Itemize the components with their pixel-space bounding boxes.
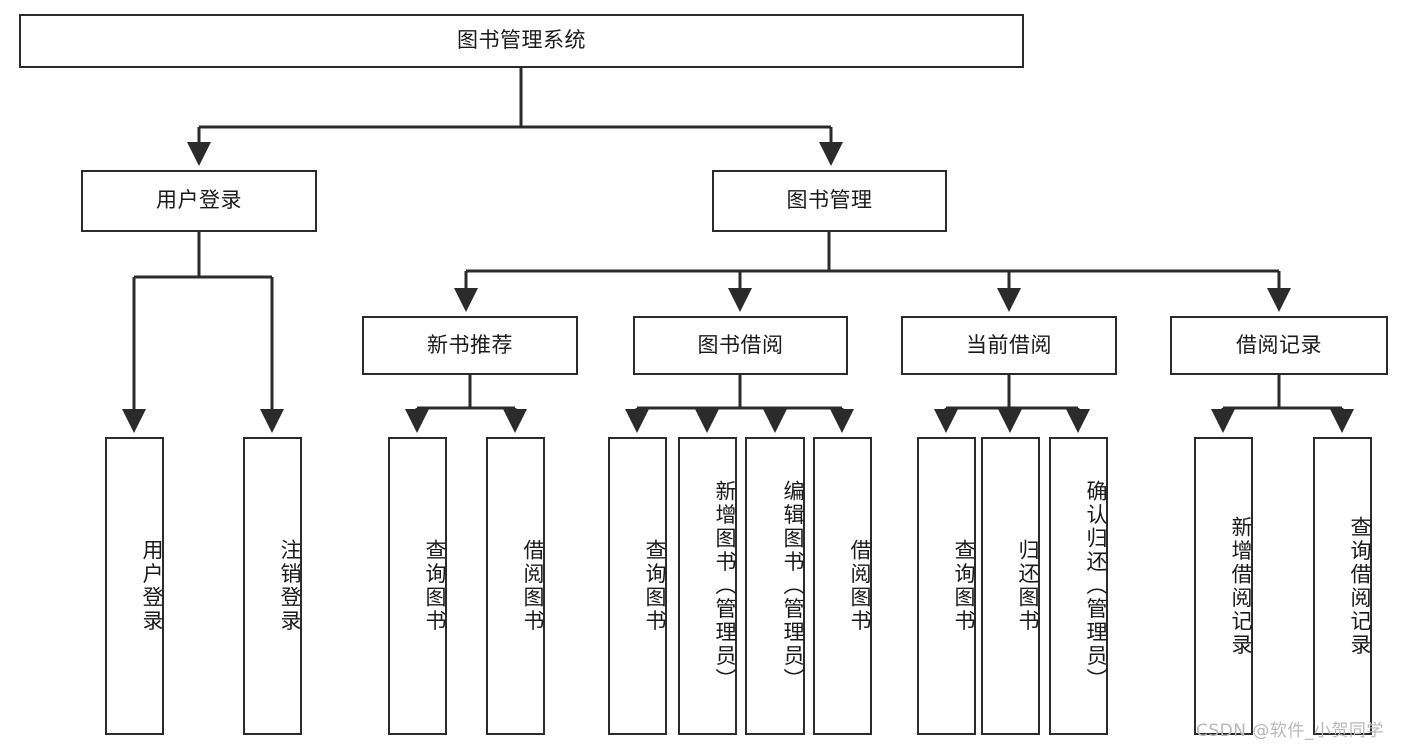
leaf-node-borrow-book-new[interactable]: 借阅图书: [486, 437, 545, 735]
leaf-node-query-book-borrow[interactable]: 查询图书: [608, 437, 667, 735]
csdn-watermark: CSDN @软件_小贺同学: [1196, 721, 1384, 741]
node-book-management[interactable]: 图书管理: [712, 170, 947, 232]
leaf-node-label: 查询借阅记录: [1348, 515, 1372, 657]
node-borrow-records-label: 借阅记录: [1236, 332, 1322, 357]
node-book-management-label: 图书管理: [786, 188, 873, 213]
node-book-borrow[interactable]: 图书借阅: [633, 316, 848, 375]
leaf-node-add-book-admin[interactable]: 新增图书（管理员）: [678, 437, 737, 735]
leaf-node-return-book[interactable]: 归还图书: [981, 437, 1040, 735]
leaf-node-label: 归还图书: [1016, 539, 1040, 633]
leaf-node-query-book-current[interactable]: 查询图书: [917, 437, 976, 735]
node-user-login[interactable]: 用户登录: [81, 170, 317, 232]
node-new-book-recommend-label: 新书推荐: [427, 332, 513, 357]
leaf-node-query-borrow-record[interactable]: 查询借阅记录: [1313, 437, 1372, 735]
node-current-borrow[interactable]: 当前借阅: [901, 316, 1117, 375]
leaf-node-query-book-new[interactable]: 查询图书: [388, 437, 447, 735]
node-root-label: 图书管理系统: [457, 28, 586, 53]
leaf-node-label: 注销登录: [278, 539, 302, 633]
leaf-node-label: 新增图书（管理员）: [713, 480, 737, 692]
leaf-node-user-login[interactable]: 用户登录: [105, 437, 164, 735]
node-borrow-records[interactable]: 借阅记录: [1170, 316, 1388, 375]
node-new-book-recommend[interactable]: 新书推荐: [362, 316, 578, 375]
leaf-node-label: 查询图书: [952, 539, 976, 633]
leaf-node-label: 借阅图书: [521, 539, 545, 633]
node-current-borrow-label: 当前借阅: [966, 332, 1052, 357]
node-user-login-label: 用户登录: [156, 188, 242, 213]
leaf-node-label: 用户登录: [140, 539, 164, 633]
leaf-node-label: 查询图书: [423, 539, 447, 633]
leaf-node-label: 新增借阅记录: [1229, 515, 1253, 657]
leaf-node-borrow-book[interactable]: 借阅图书: [813, 437, 872, 735]
node-book-borrow-label: 图书借阅: [697, 332, 784, 357]
leaf-node-label: 借阅图书: [848, 539, 872, 633]
leaf-node-label: 确认归还（管理员）: [1084, 480, 1108, 692]
node-root-book-management-system[interactable]: 图书管理系统: [19, 14, 1024, 68]
leaf-node-edit-book-admin[interactable]: 编辑图书（管理员）: [745, 437, 805, 735]
leaf-node-confirm-return-admin[interactable]: 确认归还（管理员）: [1049, 437, 1108, 735]
leaf-node-label: 查询图书: [643, 539, 667, 633]
leaf-node-add-borrow-record[interactable]: 新增借阅记录: [1194, 437, 1253, 735]
leaf-node-logout-login[interactable]: 注销登录: [243, 437, 302, 735]
leaf-node-label: 编辑图书（管理员）: [781, 480, 805, 692]
